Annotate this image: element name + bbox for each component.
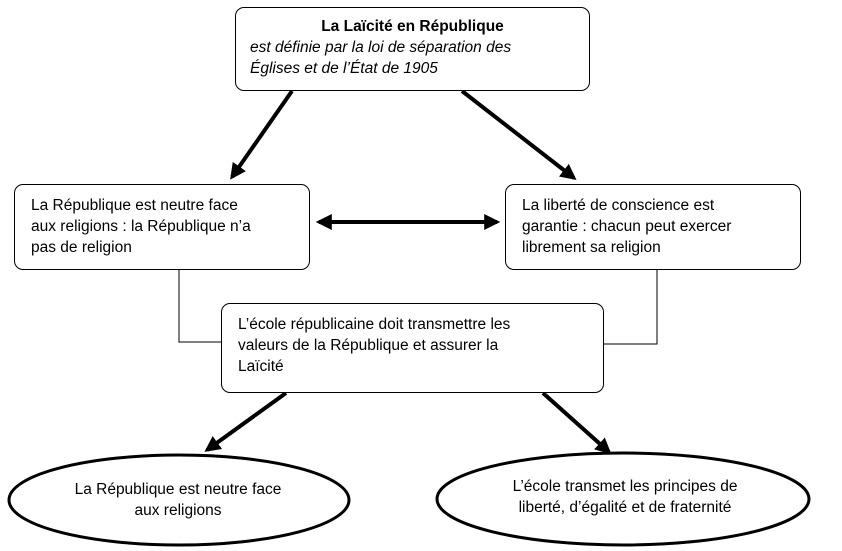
oval-text-line: aux religions: [134, 502, 222, 519]
arrow-middle-to-oval-left: [204, 391, 288, 452]
box-text-line: aux religions : la République n’a: [31, 218, 251, 235]
box-text-line: Laïcité: [238, 358, 284, 375]
arrow-middle-to-oval-right: [541, 391, 612, 455]
connector-right-to-middle: [604, 270, 658, 345]
oval-left-label: La République est neutre face aux religi…: [48, 479, 308, 521]
arrow-top-to-right: [460, 89, 577, 180]
box-laicite-definition: La Laïcité en République est définie par…: [235, 7, 590, 91]
box-text-line: librement sa religion: [522, 239, 661, 256]
oval-right-label: L’école transmet les principes de libert…: [460, 476, 790, 518]
box-text-line: Églises et de l’État de 1905: [250, 60, 438, 77]
box-text-line: La République est neutre face: [31, 197, 238, 214]
oval-left: [7, 453, 351, 547]
oval-text-line: La République est neutre face: [74, 481, 282, 498]
box-title: La Laïcité en République: [321, 18, 504, 35]
box-liberte-conscience: La liberté de conscience est garantie : …: [505, 184, 801, 270]
box-text-line: L’école républicaine doit transmettre le…: [238, 316, 511, 333]
box-republique-neutre: La République est neutre face aux religi…: [14, 184, 310, 270]
connector-left-to-middle: [178, 270, 221, 343]
arrow-top-to-left: [230, 89, 294, 180]
box-text-line: est définie par la loi de séparation des: [250, 39, 512, 56]
box-ecole-republicaine: L’école républicaine doit transmettre le…: [221, 303, 604, 393]
box-text-line: La liberté de conscience est: [522, 197, 715, 214]
box-text-line: garantie : chacun peut exercer: [522, 218, 732, 235]
oval-text-line: L’école transmet les principes de: [512, 478, 738, 495]
oval-text-line: liberté, d’égalité et de fraternité: [518, 499, 732, 516]
box-text-line: valeurs de la République et assurer la: [238, 337, 499, 354]
box-text-line: pas de religion: [31, 239, 132, 256]
oval-right: [435, 451, 811, 547]
